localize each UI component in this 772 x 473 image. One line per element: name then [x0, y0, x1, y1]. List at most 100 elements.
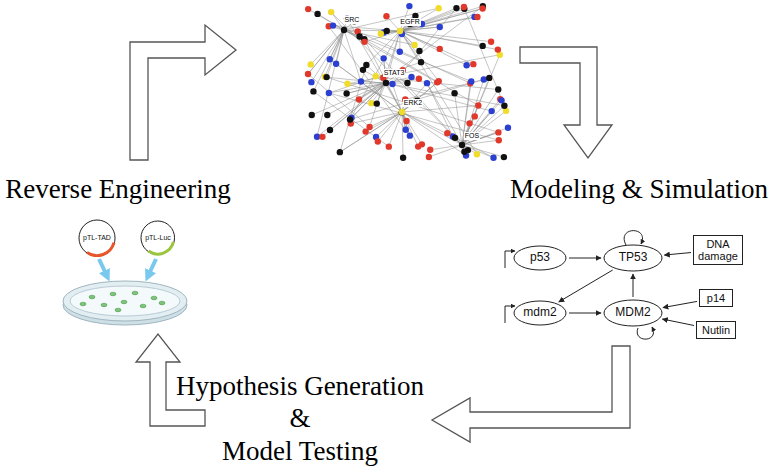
- node-label: pTL-Luc: [145, 234, 171, 242]
- network-dot: [416, 76, 422, 82]
- stage-title: Modeling & Simulation: [510, 175, 768, 205]
- network-dot: [481, 76, 487, 82]
- transfection-arrow: [148, 259, 156, 276]
- stage-title: Model Testing: [222, 437, 378, 467]
- network-dot: [386, 143, 392, 149]
- network-dot: [389, 81, 395, 87]
- network-edge: [329, 26, 410, 135]
- gene-label: FOS: [464, 132, 480, 140]
- network-edge: [313, 30, 344, 91]
- network-dot: [411, 42, 417, 48]
- network-dot: [466, 120, 472, 126]
- network-dot: [472, 113, 478, 119]
- network-edge: [400, 9, 483, 31]
- network-graph: [305, 3, 511, 161]
- network-edge: [344, 30, 400, 31]
- network-edge: [400, 7, 464, 31]
- node-label: DNA damage: [697, 238, 739, 262]
- promoter-arrow: [505, 251, 515, 268]
- network-dot: [451, 90, 457, 96]
- network-edge: [392, 84, 409, 136]
- network-dot: [461, 149, 467, 155]
- network-edge: [344, 30, 471, 81]
- network-edge: [344, 8, 439, 30]
- network-edge: [386, 83, 402, 112]
- network-edge: [462, 106, 504, 145]
- network-edge: [400, 9, 483, 31]
- outline: [79, 220, 115, 256]
- self-loop: [637, 327, 653, 339]
- network-dot: [360, 67, 366, 73]
- network-dot: [383, 13, 389, 19]
- network-edge: [317, 83, 386, 137]
- network-edge: [462, 78, 489, 145]
- network-dot: [501, 154, 507, 160]
- network-dot: [496, 137, 502, 143]
- network-edge: [325, 77, 498, 133]
- network-dot: [305, 71, 311, 77]
- network-dot: [378, 31, 384, 37]
- plasmid: pTL-Luc: [140, 220, 176, 256]
- network-dot: [397, 28, 403, 34]
- network-dot: [333, 61, 339, 67]
- network-edge: [340, 112, 402, 152]
- network-dot: [327, 127, 333, 133]
- network-edge: [462, 100, 502, 145]
- network-edge: [462, 90, 498, 145]
- outline: [604, 300, 662, 326]
- network-dot: [344, 81, 350, 87]
- node-label: p53: [530, 251, 550, 264]
- network-edge: [322, 83, 386, 137]
- network-dot: [461, 4, 467, 10]
- network-edge: [400, 17, 477, 31]
- input-box: Nutlin: [696, 321, 736, 339]
- network-dot: [419, 141, 425, 147]
- network-edge: [340, 65, 366, 152]
- gene-label: EGFR: [399, 18, 420, 26]
- network-edge: [402, 112, 466, 155]
- network-dot: [384, 28, 390, 34]
- network-edge: [464, 9, 504, 106]
- cycle-arrow: [520, 47, 612, 158]
- network-edge: [402, 112, 403, 158]
- network-edge: [429, 145, 462, 157]
- network-dot: [403, 118, 409, 124]
- network-dot: [416, 48, 422, 54]
- network-dot: [470, 61, 476, 67]
- network-edge: [308, 74, 370, 127]
- network-edge: [311, 30, 344, 64]
- insert-arc: [149, 242, 174, 254]
- cycle-arrow: [432, 346, 630, 442]
- plasmid: pTL-TAD: [78, 219, 116, 257]
- network-dot: [323, 74, 329, 80]
- gene-ellipse: p53: [513, 245, 567, 271]
- network-dot: [380, 55, 386, 61]
- node-label: MDM2: [615, 306, 650, 319]
- network-edge: [313, 91, 388, 146]
- network-dot: [453, 5, 459, 11]
- network-edge: [366, 31, 400, 65]
- network-edge: [400, 31, 473, 64]
- network-dot: [488, 108, 494, 114]
- network-dot: [459, 142, 465, 148]
- input-box: p14: [699, 289, 733, 307]
- network-edge: [400, 9, 464, 31]
- network-edge: [330, 59, 402, 112]
- network-edge: [386, 82, 407, 83]
- gene-label: ERK2: [403, 99, 423, 107]
- network-dot: [406, 3, 412, 9]
- cells: [80, 291, 165, 312]
- network-dot: [399, 109, 405, 115]
- network-dot: [326, 90, 332, 96]
- network-edge: [462, 55, 500, 145]
- outline: [514, 301, 566, 325]
- network-dot: [495, 129, 501, 135]
- cycle-arrow: [130, 25, 236, 160]
- network-edge: [371, 83, 386, 103]
- network-edge: [389, 112, 402, 147]
- network-dot: [418, 59, 424, 65]
- insert-arc: [87, 243, 114, 256]
- network-edge: [400, 31, 440, 49]
- self-loop: [624, 231, 642, 245]
- network-edge: [331, 12, 462, 145]
